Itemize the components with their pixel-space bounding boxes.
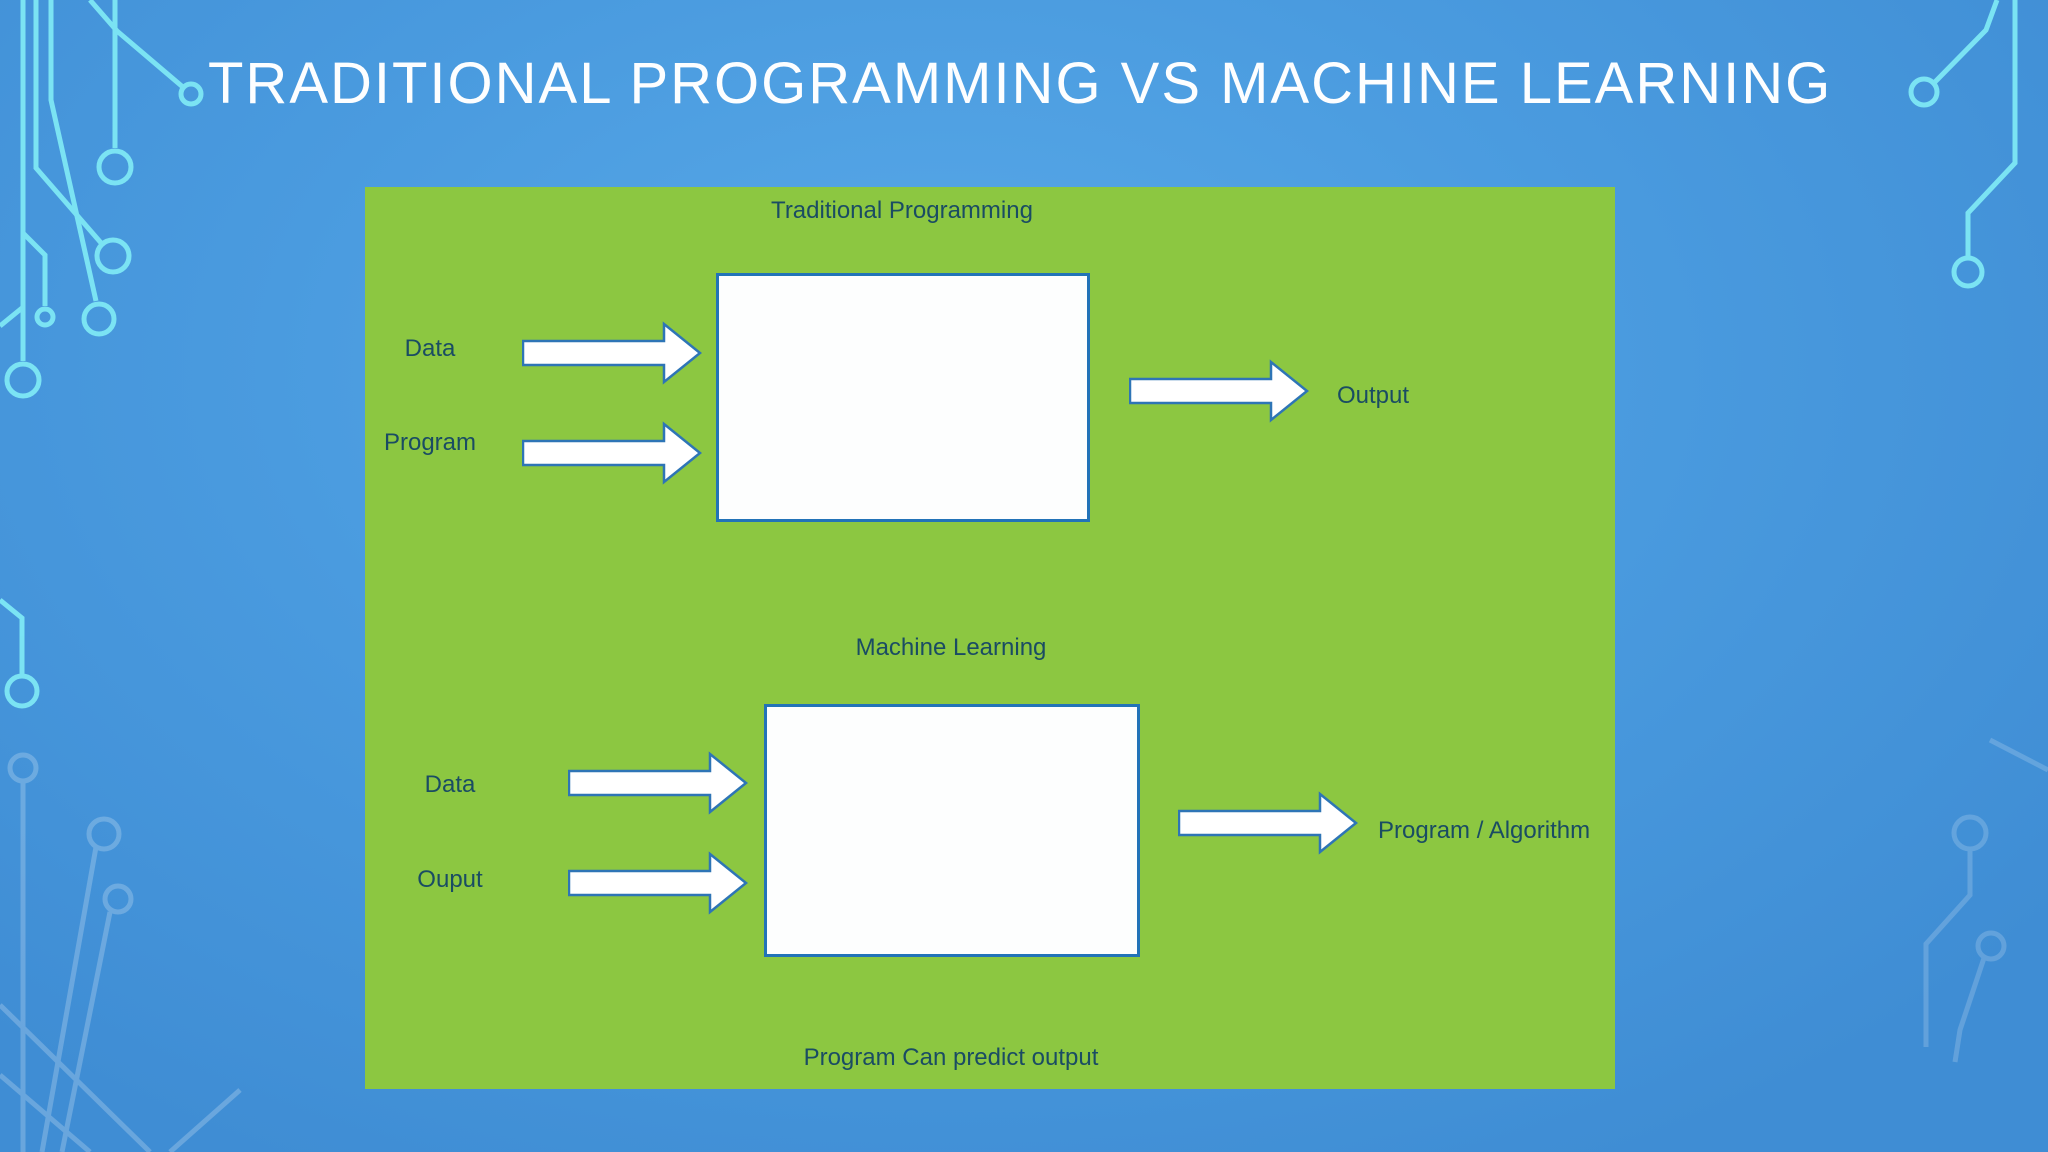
arrow-right-icon <box>522 421 702 485</box>
arrow-right-icon <box>568 851 748 915</box>
arrow-right-icon <box>568 751 748 815</box>
arrow-right-icon <box>522 321 702 385</box>
input-label-ouput: Ouput <box>417 866 483 893</box>
input-label-data-1: Data <box>404 335 456 362</box>
traditional-program-box <box>716 273 1090 522</box>
arrow-right-icon <box>1129 359 1309 423</box>
arrow-right-icon <box>1178 791 1358 855</box>
input-label-program: Program <box>383 429 477 456</box>
section-heading-machine-learning: Machine Learning <box>855 634 1047 661</box>
output-label-output: Output <box>1337 382 1410 409</box>
slide-title: TRADITIONAL PROGRAMMING VS MACHINE LEARN… <box>208 51 1833 116</box>
machine-learning-box <box>764 704 1140 957</box>
output-label-program-algorithm: Program / Algorithm <box>1378 817 1591 844</box>
input-label-data-2: Data <box>424 771 476 798</box>
diagram-panel: Traditional Programming Data Program Out… <box>365 187 1615 1089</box>
panel-caption: Program Can predict output <box>803 1044 1099 1071</box>
section-heading-traditional-programming: Traditional Programming <box>771 197 1033 224</box>
